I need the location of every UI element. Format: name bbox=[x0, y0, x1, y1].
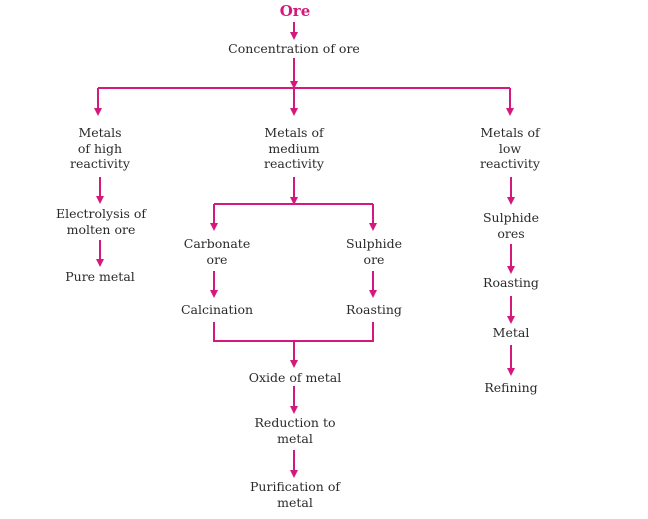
node-refining: Refining bbox=[484, 380, 538, 395]
node-roasting-medium: Roasting bbox=[346, 302, 402, 317]
node-carbonate-ore: Carbonate ore bbox=[183, 236, 251, 267]
node-concentration: Concentration of ore bbox=[228, 41, 360, 56]
connector-merge-bar bbox=[213, 322, 374, 342]
node-pure-metal: Pure metal bbox=[65, 269, 135, 284]
node-high-reactivity: Metals of high reactivity bbox=[70, 125, 130, 171]
node-purification-of-metal: Purification of metal bbox=[250, 479, 340, 510]
node-metal: Metal bbox=[492, 325, 530, 340]
node-sulphide-ore-medium: Sulphide ore bbox=[345, 236, 403, 267]
node-oxide-of-metal: Oxide of metal bbox=[248, 370, 342, 385]
node-calcination: Calcination bbox=[180, 302, 254, 317]
node-reduction-to-metal: Reduction to metal bbox=[254, 415, 336, 446]
node-roasting-low: Roasting bbox=[483, 275, 539, 290]
node-sulphide-ores-low: Sulphide ores bbox=[482, 210, 540, 241]
node-medium-reactivity: Metals of medium reactivity bbox=[264, 125, 324, 171]
node-low-reactivity: Metals of low reactivity bbox=[480, 125, 540, 171]
diagram-title: Ore bbox=[279, 2, 311, 20]
node-electrolysis: Electrolysis of molten ore bbox=[55, 206, 147, 237]
